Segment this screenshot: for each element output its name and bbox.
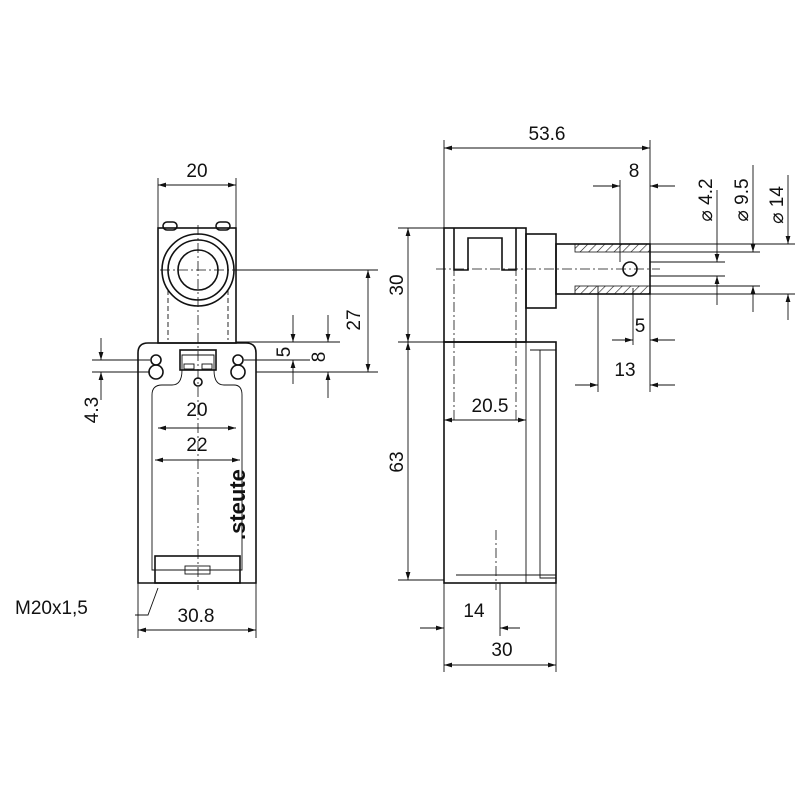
steute-logo: .steute <box>225 469 250 540</box>
dim-body-depth: 30 <box>491 640 512 661</box>
dim-len-13: 13 <box>614 360 635 381</box>
thread-label: M20x1,5 <box>15 598 88 619</box>
dim-dia-14: ⌀ 14 <box>767 186 788 224</box>
dim-dia-9-5: ⌀ 9.5 <box>732 178 753 221</box>
dim-5: 5 <box>274 347 295 358</box>
side-body <box>443 341 557 584</box>
dim-27: 27 <box>344 309 365 330</box>
dim-dia-4-2: ⌀ 4.2 <box>696 178 717 221</box>
cable-entry <box>154 555 241 584</box>
dim-4-3: 4.3 <box>82 397 103 423</box>
dim-body-width: 30.8 <box>178 606 215 627</box>
dim-hole-22: 22 <box>186 435 207 456</box>
dim-len-5: 5 <box>635 316 646 337</box>
dim-overall-length: 53.6 <box>529 124 566 145</box>
front-view: .steute 20 27 5 8 4.3 20 22 30.8 M20x1,5 <box>15 161 378 638</box>
dim-len-14: 14 <box>463 601 485 622</box>
side-view: 53.6 8 30 63 20.5 5 13 14 30 ⌀ 4.2 ⌀ 9.5… <box>387 124 795 672</box>
dim-hole-20: 20 <box>186 400 207 421</box>
dim-head-width: 20 <box>186 161 207 182</box>
screw-right <box>230 364 246 380</box>
dim-body-height: 63 <box>387 451 408 472</box>
dim-head-height: 30 <box>387 274 408 295</box>
dim-8: 8 <box>309 352 330 363</box>
side-head <box>443 227 527 343</box>
dim-20-5: 20.5 <box>472 396 509 417</box>
side-connector <box>525 233 557 309</box>
dim-len-8: 8 <box>629 161 640 182</box>
screw-left <box>148 364 164 380</box>
